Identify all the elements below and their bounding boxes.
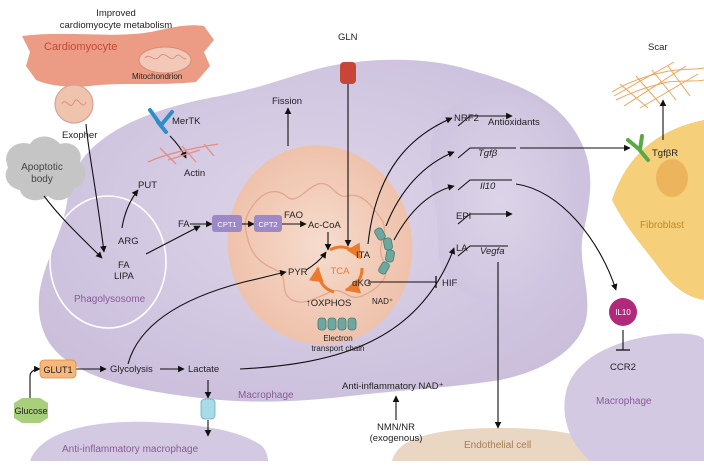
right-macrophage-shape (564, 333, 704, 461)
cardiomyocyte-label: Cardiomyocyte (44, 41, 117, 53)
fa-inner-label: FA (118, 260, 130, 271)
pyr-label: PYR (288, 267, 308, 278)
exopher-label: Exopher (62, 130, 97, 141)
nmn-nr-label: NMN/NR (377, 422, 415, 433)
title-line1: Improved (96, 8, 136, 19)
gln-transporter-icon (340, 62, 356, 84)
cpt2-label: CPT2 (258, 220, 277, 229)
macrophage-label: Macrophage (238, 390, 294, 401)
epi-label: EPI (456, 211, 471, 222)
actin-filaments (147, 143, 219, 165)
gln-label: GLN (338, 32, 358, 43)
actin-label: Actin (184, 168, 205, 179)
mertk-label: MerTK (172, 116, 201, 127)
cardiomyocyte-mitochondrion (138, 46, 192, 74)
exopher-cristae (61, 99, 87, 106)
antioxidants-label: Antioxidants (488, 117, 540, 128)
tgfbr-receptor-icon (626, 134, 650, 162)
oxphos-label: ↑OXPHOS (306, 298, 351, 309)
tgfbr-label: TgfβR (652, 148, 678, 159)
mitochondrion-organelle (227, 145, 413, 345)
fa-label: FA (178, 219, 190, 230)
tca-label: TCA (331, 266, 351, 277)
fission-label: Fission (272, 96, 302, 107)
glucose-label: Glucose (14, 406, 47, 416)
il10-gene-label: Il10 (480, 181, 496, 192)
phagolysosome-label: Phagolysosome (74, 294, 146, 305)
phagolysosome-shape (49, 195, 167, 329)
cardiomyocyte-mito-cristae (144, 54, 187, 60)
mitochondrion-label: Mitochondrion (132, 72, 182, 81)
ita-label: ITA (356, 250, 371, 261)
anti-inflammatory-macrophage-label: Anti-inflammatory macrophage (62, 444, 199, 455)
apoptotic-body-label-1: Apoptotic (21, 162, 63, 173)
fibroblast-shape (612, 120, 704, 300)
acetyl-coa-label: Ac-CoA (308, 220, 341, 231)
glut1-box (39, 359, 77, 379)
scar-fibers (611, 61, 704, 109)
scar-label: Scar (648, 42, 668, 53)
lactate-transporter-icon (200, 398, 216, 420)
glycolysis-label: Glycolysis (110, 364, 153, 375)
endothelial-cell-label: Endothelial cell (464, 440, 531, 451)
hif-label: HIF (442, 278, 458, 289)
arg-label: ARG (118, 236, 139, 247)
cpt1-box (212, 215, 242, 232)
membrane-channel-icon (374, 227, 395, 275)
fibroblast-label: Fibroblast (640, 220, 684, 231)
endothelial-cell-shape (392, 428, 612, 461)
apoptotic-body-label-2: body (31, 174, 53, 185)
glut1-label: GLUT1 (43, 365, 72, 375)
akg-label: αKG (352, 278, 371, 289)
lactate-label: Lactate (188, 364, 219, 375)
il10-protein-icon (609, 298, 637, 326)
nrf2-label: NRF2 (454, 113, 479, 124)
apoptotic-body-shape (5, 136, 86, 201)
mitochondrion-cristae (244, 182, 387, 303)
anti-inflammatory-nad-label: Anti-inflammatory NAD⁺ (342, 381, 444, 392)
electron-transport-chain-icon (317, 317, 357, 331)
macrophage-right-label: Macrophage (596, 396, 652, 407)
cpt1-label: CPT1 (217, 220, 236, 229)
etc-label-2: transport chain (312, 344, 365, 353)
arrows (29, 82, 667, 437)
la-label: LA (456, 243, 468, 254)
nad-label: NAD⁺ (372, 297, 393, 306)
exogenous-label: (exogenous) (370, 433, 423, 444)
tca-cycle (308, 242, 364, 294)
fibroblast-nucleus (656, 159, 688, 197)
ccr2-label: CCR2 (610, 362, 636, 373)
etc-label-1: Electron (323, 334, 352, 343)
tgfb-label: Tgfβ (478, 148, 498, 159)
vegfa-label: Vegfa (480, 246, 504, 257)
exopher-shape (54, 84, 94, 124)
il10-protein-label: IL10 (615, 308, 631, 317)
title-line2: cardiomyocyte metabolism (60, 20, 173, 31)
glucose-hexagon (14, 398, 48, 423)
mertk-receptor-icon (148, 108, 174, 134)
macrophage-nucleus (430, 94, 571, 307)
put-label: PUT (138, 180, 157, 191)
cpt2-box (254, 215, 282, 232)
anti-inflammatory-macrophage-shape (30, 421, 268, 461)
lipa-label: LIPA (114, 271, 135, 282)
fao-label: FAO (284, 210, 303, 221)
